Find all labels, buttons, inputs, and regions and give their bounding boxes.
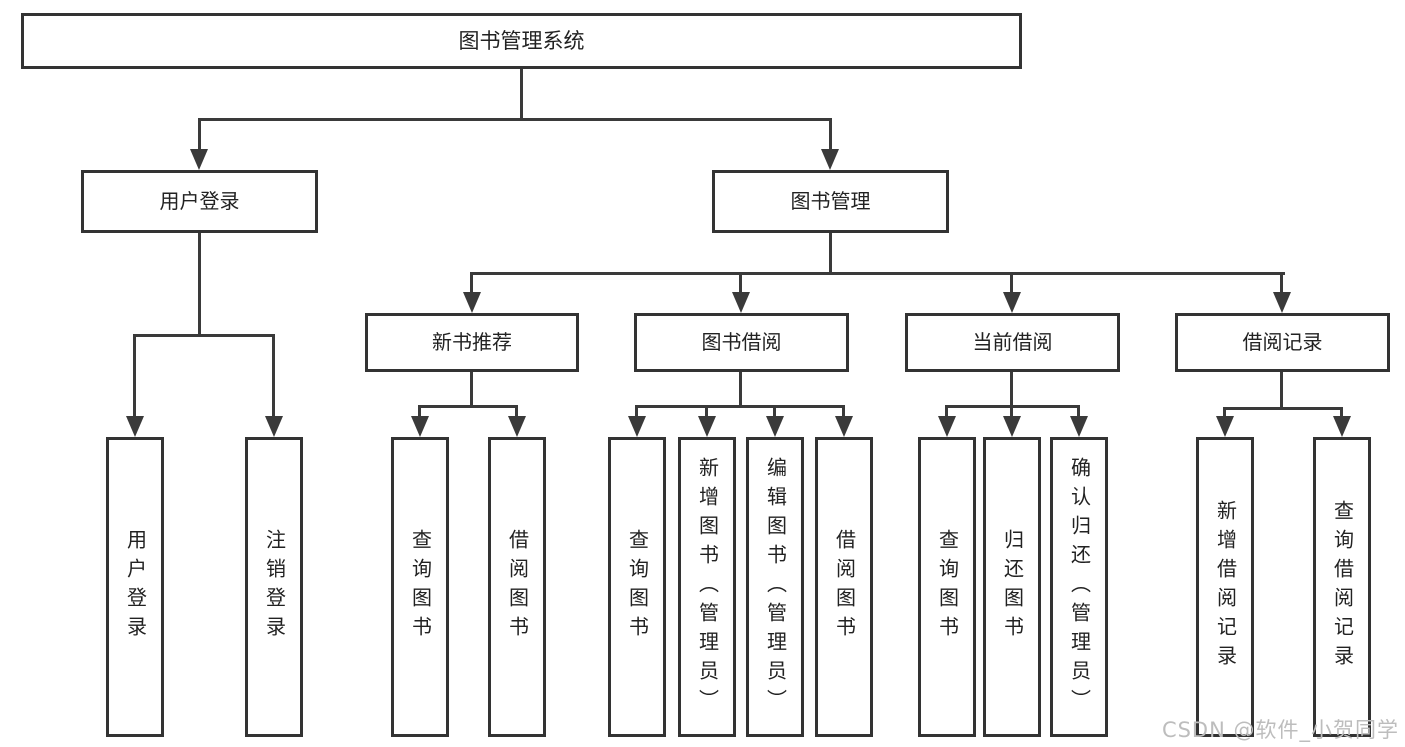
connector-drop-leaf	[635, 405, 638, 416]
arrow-down-icon	[265, 416, 283, 437]
arrow-down-icon	[766, 416, 784, 437]
leaf-add-book-admin: 新增图书（管理员）	[678, 437, 736, 737]
leaf-query-books-current: 查询图书	[918, 437, 976, 737]
connector-drop-leaf	[272, 334, 275, 416]
connector-drop-section	[739, 272, 742, 292]
node-book-management: 图书管理	[712, 170, 949, 233]
connector-section-stem	[739, 372, 742, 405]
leaf-return-book: 归还图书	[983, 437, 1041, 737]
arrow-down-icon	[463, 292, 481, 313]
leaf-borrow-books-recommend: 借阅图书	[488, 437, 546, 737]
connector-book-management-stem	[829, 233, 832, 272]
connector-drop-leaf	[1223, 407, 1226, 416]
connector-drop-section	[1280, 272, 1283, 292]
connector-drop-leaf	[418, 405, 421, 416]
arrow-down-icon	[821, 149, 839, 170]
arrow-down-icon	[1003, 416, 1021, 437]
connector-drop-leaf	[1010, 405, 1013, 416]
connector-drop-leaf	[705, 405, 708, 416]
connector-drop-section	[1010, 272, 1013, 292]
arrow-down-icon	[698, 416, 716, 437]
leaf-confirm-return-admin: 确认归还（管理员）	[1050, 437, 1108, 737]
node-library-system: 图书管理系统	[21, 13, 1022, 69]
node-current-borrowing: 当前借阅	[905, 313, 1120, 372]
arrow-down-icon	[732, 292, 750, 313]
leaf-query-books-borrowing: 查询图书	[608, 437, 666, 737]
node-book-borrowing: 图书借阅	[634, 313, 849, 372]
connector-drop-section	[470, 272, 473, 292]
connector-drop-leaf	[1340, 407, 1343, 416]
arrow-down-icon	[835, 416, 853, 437]
arrow-down-icon	[1070, 416, 1088, 437]
connector-drop-leaf	[133, 334, 136, 416]
leaf-edit-book-admin: 编辑图书（管理员）	[746, 437, 804, 737]
node-new-book-recommend: 新书推荐	[365, 313, 579, 372]
arrow-down-icon	[508, 416, 526, 437]
connector-drop-leaf	[945, 405, 948, 416]
connector-drop-leaf	[842, 405, 845, 416]
connector-section-stem	[470, 372, 473, 405]
connector-sections-rail	[470, 272, 1285, 275]
connector-drop-user-login	[198, 118, 201, 150]
connector-section-stem	[1010, 372, 1013, 405]
leaf-query-borrow-record: 查询借阅记录	[1313, 437, 1371, 737]
arrow-down-icon	[1216, 416, 1234, 437]
arrow-down-icon	[1333, 416, 1351, 437]
connector-user-login-rail	[133, 334, 275, 337]
leaf-query-books-recommend: 查询图书	[391, 437, 449, 737]
leaf-user-login: 用户登录	[106, 437, 164, 737]
connector-group-rail	[418, 405, 518, 408]
connector-group-rail	[1223, 407, 1343, 410]
arrow-down-icon	[1003, 292, 1021, 313]
connector-group-rail	[635, 405, 845, 408]
connector-drop-leaf	[515, 405, 518, 416]
connector-drop-leaf	[773, 405, 776, 416]
node-user-login: 用户登录	[81, 170, 318, 233]
node-borrowing-records: 借阅记录	[1175, 313, 1390, 372]
arrow-down-icon	[938, 416, 956, 437]
connector-section-stem	[1280, 372, 1283, 407]
leaf-borrow-books-borrowing: 借阅图书	[815, 437, 873, 737]
connector-level1-rail	[198, 118, 832, 121]
arrow-down-icon	[411, 416, 429, 437]
connector-user-login-stem	[198, 233, 201, 334]
connector-root-stem	[520, 69, 523, 118]
leaf-add-borrow-record: 新增借阅记录	[1196, 437, 1254, 737]
arrow-down-icon	[190, 149, 208, 170]
leaf-logout: 注销登录	[245, 437, 303, 737]
connector-drop-leaf	[1077, 405, 1080, 416]
arrow-down-icon	[628, 416, 646, 437]
connector-drop-book-management	[829, 118, 832, 150]
arrow-down-icon	[1273, 292, 1291, 313]
arrow-down-icon	[126, 416, 144, 437]
watermark: CSDN @软件_小贺同学	[1161, 718, 1399, 742]
